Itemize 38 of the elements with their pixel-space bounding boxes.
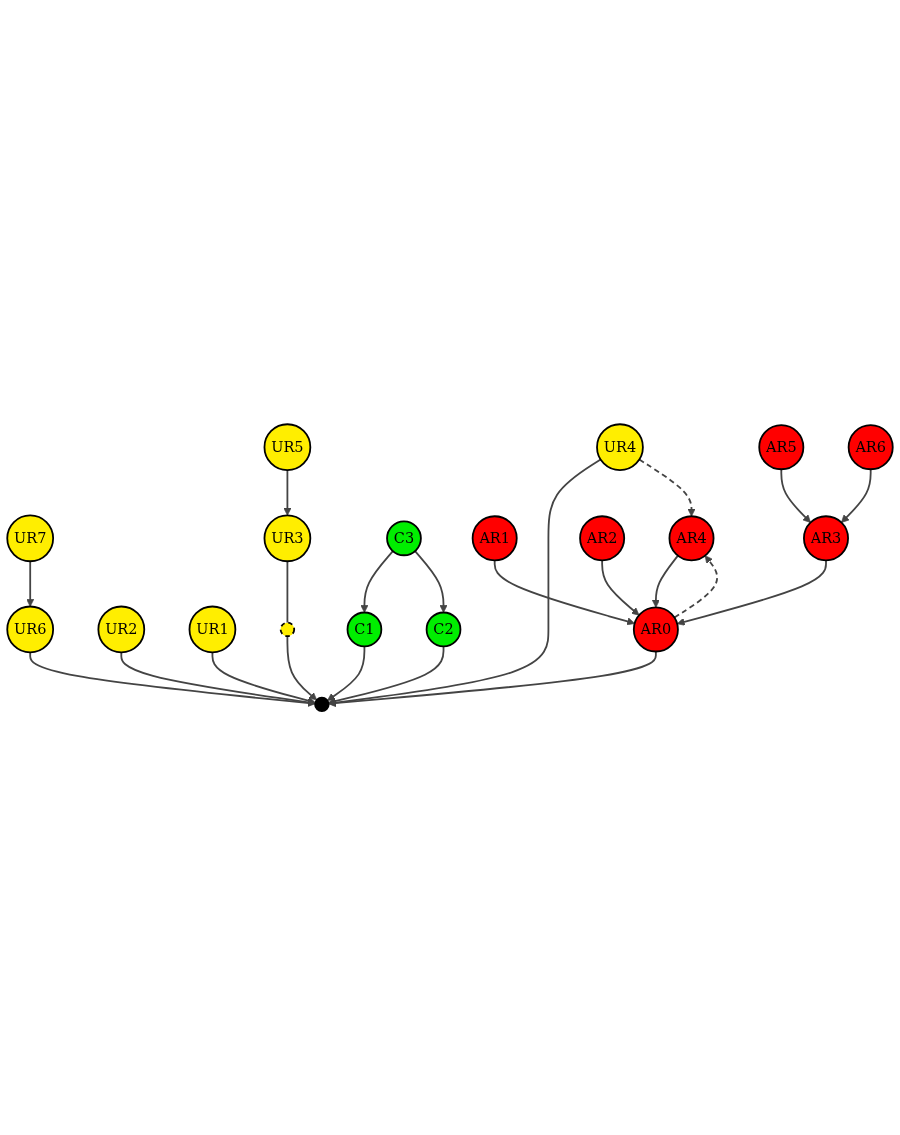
node-circle: AR2: [579, 515, 626, 562]
arrow: [651, 554, 679, 608]
connector: [286, 560, 289, 624]
node-circle: AR4: [668, 515, 715, 562]
arrow: [676, 559, 827, 626]
arrow: [673, 555, 719, 619]
node-circle: UR6: [6, 605, 55, 654]
arrow: [780, 468, 811, 523]
node-circle: UR4: [596, 423, 644, 471]
node-circle: AR1: [471, 515, 518, 562]
arrow: [211, 651, 316, 705]
arrow: [841, 468, 872, 523]
arrow: [328, 650, 657, 707]
node-circle: UR3: [263, 514, 312, 562]
node-circle: [314, 696, 330, 712]
node-circle: AR5: [758, 424, 805, 470]
arrow: [327, 645, 366, 701]
arrow: [283, 469, 292, 516]
arrow: [26, 560, 35, 607]
node-circle: AR0: [632, 606, 679, 653]
arrow: [328, 645, 445, 705]
arrow: [601, 559, 640, 616]
node-circle: [279, 621, 296, 637]
node-circle: UR2: [97, 605, 146, 654]
node-circle: C1: [346, 611, 383, 648]
node-circle: C3: [386, 520, 422, 556]
arrow: [29, 651, 316, 707]
arrow: [286, 635, 318, 701]
arrow: [638, 458, 696, 517]
node-circle: C2: [425, 611, 462, 648]
node-circle: UR1: [188, 605, 237, 654]
node-circle: UR7: [6, 514, 55, 562]
node-circle: AR3: [803, 515, 849, 562]
node-circle: UR5: [263, 423, 312, 471]
arrow: [360, 549, 394, 613]
arrow: [414, 549, 448, 613]
arrow: [493, 559, 635, 626]
node-circle: AR6: [847, 424, 894, 470]
